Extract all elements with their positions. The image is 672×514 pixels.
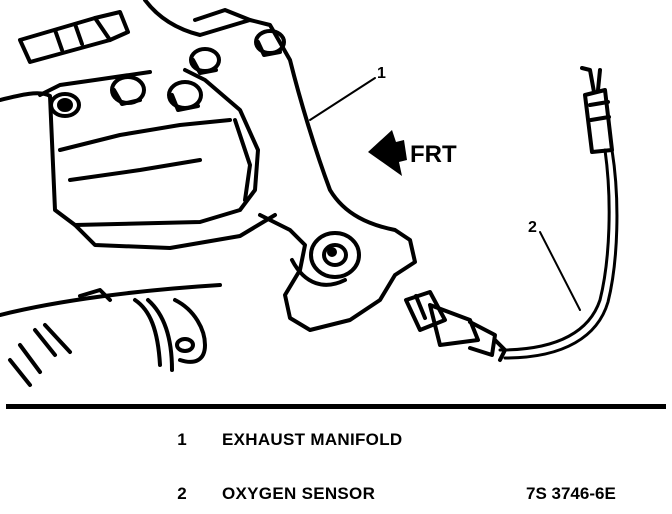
oxygen-sensor-wire	[498, 148, 619, 360]
wire-connector	[580, 66, 614, 154]
callout-1-leader	[309, 77, 376, 121]
callout-1: 1	[377, 65, 386, 82]
legend-number: 1	[177, 430, 187, 449]
legend-row-1: 1 EXHAUST MANIFOLD	[0, 430, 672, 460]
exhaust-manifold-illustration: FRT 1 2	[0, 0, 619, 387]
manifold-bolt-2	[110, 75, 146, 106]
front-direction-label: FRT	[410, 141, 457, 168]
engine-block	[0, 68, 277, 250]
manifold-bolt-5	[254, 29, 286, 57]
upper-stud	[18, 10, 130, 64]
front-direction-arrow-icon	[368, 130, 407, 176]
legend-number: 2	[177, 484, 187, 503]
legend-divider	[6, 404, 666, 409]
exhaust-manifold	[143, 0, 417, 332]
lower-engine	[0, 283, 222, 387]
callout-2-leader	[539, 231, 581, 311]
oxygen-sensor	[404, 290, 507, 362]
legend-label: OXYGEN SENSOR	[222, 484, 376, 503]
manifold-bolt-1	[49, 92, 81, 118]
outlet-flange	[309, 231, 361, 279]
legend-label: EXHAUST MANIFOLD	[222, 430, 403, 449]
figure-code: 7S 3746-6E	[526, 484, 616, 503]
callout-2: 2	[528, 219, 537, 236]
legend-row-2: 2 OXYGEN SENSOR	[0, 484, 672, 514]
manifold-bolt-3	[167, 80, 203, 112]
manifold-bolt-4	[189, 47, 221, 75]
